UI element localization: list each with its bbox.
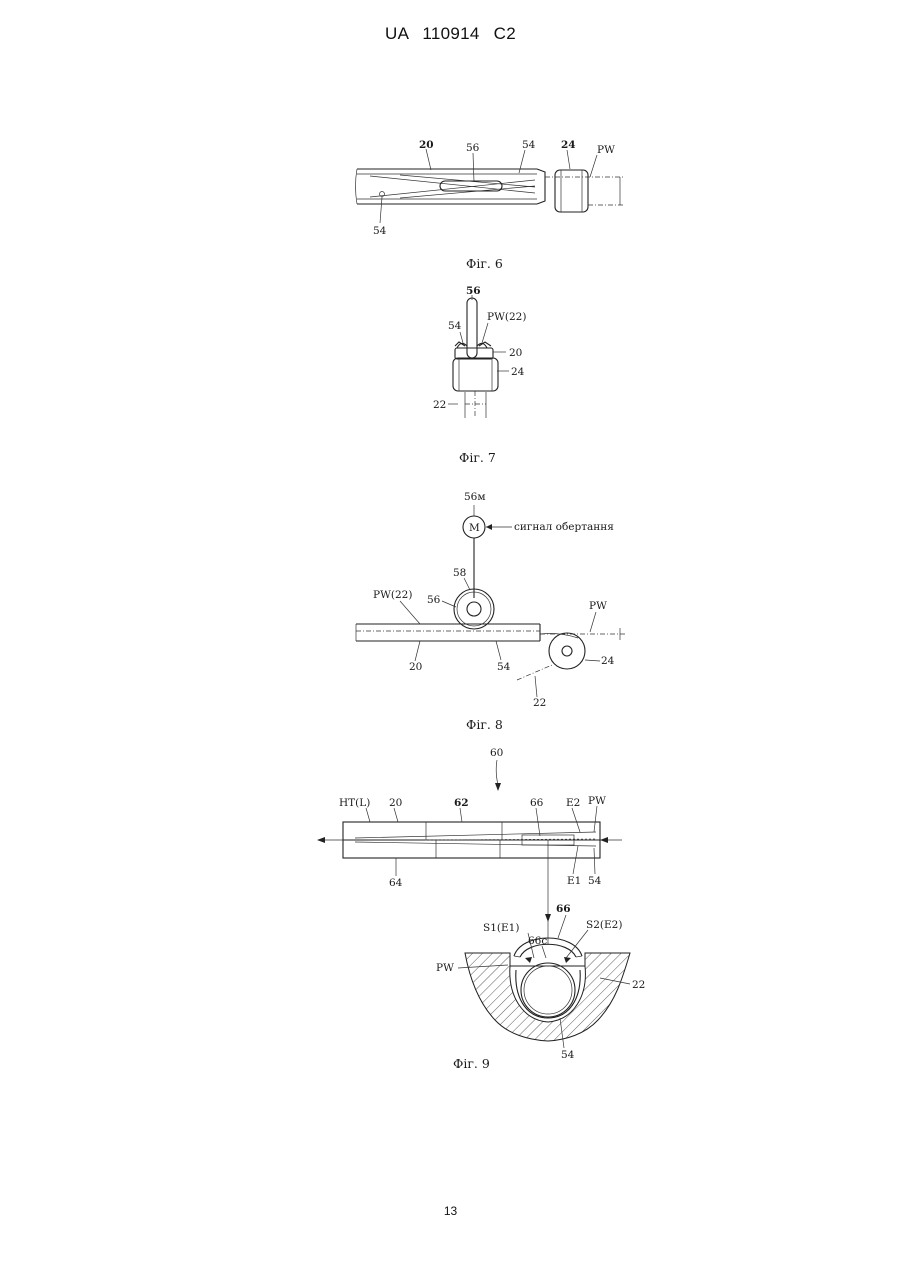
page-number: 13 <box>0 1204 901 1218</box>
fig8-label-54: 54 <box>497 661 511 673</box>
fig9-label-pw-section: PW <box>436 962 454 974</box>
fig7-label-pw22: PW(22) <box>487 311 526 323</box>
fig6-label-20: 20 <box>419 139 434 151</box>
fig8-label-pw22: PW(22) <box>373 589 412 601</box>
fig9-label-60: 60 <box>490 747 503 759</box>
fig9-label-64: 64 <box>389 877 403 889</box>
fig7-label-22: 22 <box>433 399 446 411</box>
fig9-label-66-section: 66 <box>556 903 571 915</box>
fig7-caption: Фіг. 7 <box>459 450 496 465</box>
fig6-label-24: 24 <box>561 139 576 151</box>
fig8-label-56: 56 <box>427 594 441 606</box>
fig6-label-54-top: 54 <box>522 139 536 151</box>
fig6-caption: Фіг. 6 <box>466 256 503 271</box>
fig9-label-e1: E1 <box>567 875 581 887</box>
fig9-label-s1e1: S1(E1) <box>483 922 519 934</box>
fig9-caption: Фіг. 9 <box>453 1056 490 1071</box>
fig9-label-20: 20 <box>389 797 402 809</box>
figure-9: 60 HT(L) 20 62 66 E2 PW 64 E1 54 S1(E1) … <box>317 747 645 1071</box>
fig7-label-56: 56 <box>466 285 481 297</box>
fig8-label-22: 22 <box>533 697 546 709</box>
fig8-signal-label: сигнал обертання <box>514 521 614 533</box>
fig9-label-54-section: 54 <box>561 1049 575 1061</box>
fig9-label-54: 54 <box>588 875 602 887</box>
fig6-label-pw: PW <box>597 144 615 156</box>
fig9-label-66c: 66c <box>528 935 547 947</box>
figure-7: 56 54 PW(22) 20 24 22 Фіг. 7 <box>433 285 526 465</box>
fig9-label-62: 62 <box>454 797 469 809</box>
fig8-label-20: 20 <box>409 661 422 673</box>
fig9-label-s2e2: S2(E2) <box>586 919 622 931</box>
figure-8: M 56м сигнал обер <box>356 491 625 732</box>
fig8-caption: Фіг. 8 <box>466 717 503 732</box>
fig8-label-58: 58 <box>453 567 466 579</box>
fig9-label-e2: E2 <box>566 797 580 809</box>
figure-6: 20 56 54 24 PW 54 Фіг. 6 <box>356 139 626 271</box>
fig9-label-htl: HT(L) <box>339 797 370 809</box>
fig9-label-22: 22 <box>632 979 645 991</box>
fig9-label-66: 66 <box>530 797 544 809</box>
fig6-label-54-bottom: 54 <box>373 225 387 237</box>
fig6-label-56: 56 <box>466 142 480 154</box>
fig7-label-54: 54 <box>448 320 462 332</box>
fig8-label-pw: PW <box>589 600 607 612</box>
fig8-motor-label: M <box>469 522 480 534</box>
fig9-label-pw: PW <box>588 795 606 807</box>
fig7-label-20: 20 <box>509 347 522 359</box>
fig7-label-24: 24 <box>511 366 525 378</box>
fig8-label-24: 24 <box>601 655 615 667</box>
fig8-label-56m: 56м <box>464 491 486 503</box>
